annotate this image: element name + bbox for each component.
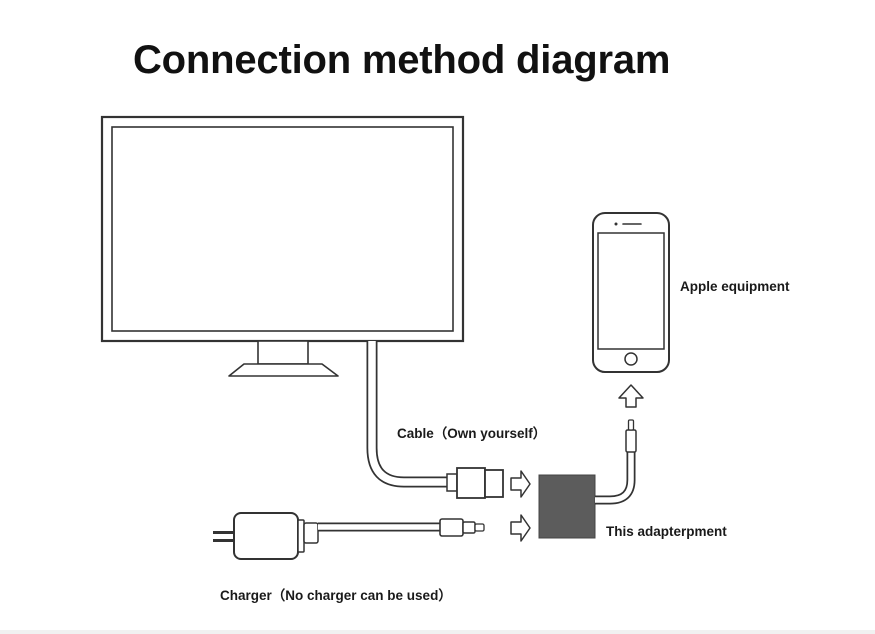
arrow-right-icon (510, 470, 531, 498)
charger-icon (213, 512, 319, 560)
phone-icon (592, 212, 670, 373)
arrow-right-icon (510, 514, 531, 542)
diagram-title: Connection method diagram (133, 38, 671, 82)
charger-label: Charger（No charger can be used） (220, 588, 452, 603)
cable-label: Cable（Own yourself） (397, 426, 547, 441)
hdmi-plug-icon (446, 467, 504, 499)
adapter-label: This adapterpment (606, 524, 727, 539)
lightning-plug-icon (439, 518, 485, 537)
arrow-up-icon (618, 384, 644, 408)
monitor-icon (100, 115, 465, 377)
lightning-plug-icon (625, 419, 637, 453)
apple-equipment-label: Apple equipment (680, 279, 790, 294)
hdmi-cable (366, 341, 454, 488)
adapter-icon (538, 474, 596, 539)
lightning-cable (595, 450, 636, 505)
bottom-divider (0, 630, 875, 634)
